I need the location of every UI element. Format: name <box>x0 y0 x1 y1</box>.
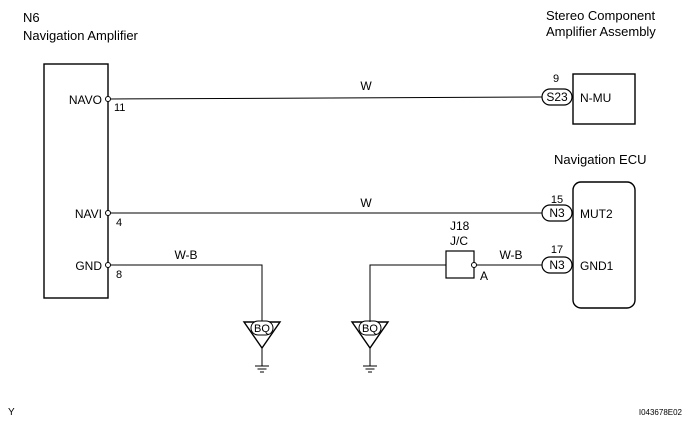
stereo-pin-number: 9 <box>553 73 559 85</box>
footer-left-mark: Y <box>8 407 15 418</box>
figure-id: I043678E02 <box>639 408 683 417</box>
wire-gnd-color: W-B <box>174 248 197 262</box>
wire-ground-to-jc <box>369 264 446 322</box>
stereo-component-name-line2: Amplifier Assembly <box>546 24 656 39</box>
nav-ecu-name: Navigation ECU <box>554 152 647 167</box>
wire-jc-color: W-B <box>499 248 522 262</box>
pin-label-navo: NAVO <box>69 93 102 107</box>
pin-terminal-gnd <box>105 262 111 268</box>
junction-name: J/C <box>450 234 468 248</box>
junction-terminal-label: A <box>480 269 488 283</box>
wire-navo <box>109 96 543 100</box>
pin-label-gnd: GND <box>75 259 102 273</box>
wire-navo-color: W <box>360 79 372 93</box>
ecu-pin-number-gnd1: 17 <box>551 244 563 256</box>
wire-navi-color: W <box>360 196 372 210</box>
pin-number-gnd: 8 <box>116 269 122 281</box>
pin-label-navi: NAVI <box>75 207 102 221</box>
pin-number-navo: 11 <box>114 102 125 114</box>
ground-connector-left <box>250 320 274 336</box>
junction-code: J18 <box>450 219 470 233</box>
ecu-pin-number-mut2: 15 <box>551 194 563 206</box>
junction-terminal-a <box>471 262 477 268</box>
pin-terminal-navo <box>105 96 111 102</box>
pin-number-navi: 4 <box>116 217 122 229</box>
ground-label-left: BQ <box>254 323 270 335</box>
junction-connector-box <box>445 250 475 279</box>
stereo-component-box <box>572 73 636 125</box>
ecu-connector-label-upper: N3 <box>549 206 565 220</box>
stereo-component-name-line1: Stereo Component <box>546 8 656 23</box>
left-component-code: N6 <box>23 10 40 25</box>
ecu-connector-label-lower: N3 <box>549 258 565 272</box>
left-component-name: Navigation Amplifier <box>23 28 139 43</box>
stereo-connector-label: S23 <box>546 90 568 104</box>
navigation-amplifier-box <box>43 63 109 299</box>
ecu-pin-label-gnd1: GND1 <box>580 259 614 273</box>
pin-terminal-navi <box>105 210 111 216</box>
ground-label-right: BQ <box>362 323 378 335</box>
ecu-pin-label-mut2: MUT2 <box>580 207 613 221</box>
wire-gnd <box>110 264 263 322</box>
nav-ecu-box <box>572 181 636 309</box>
stereo-pin-label: N-MU <box>580 91 611 105</box>
